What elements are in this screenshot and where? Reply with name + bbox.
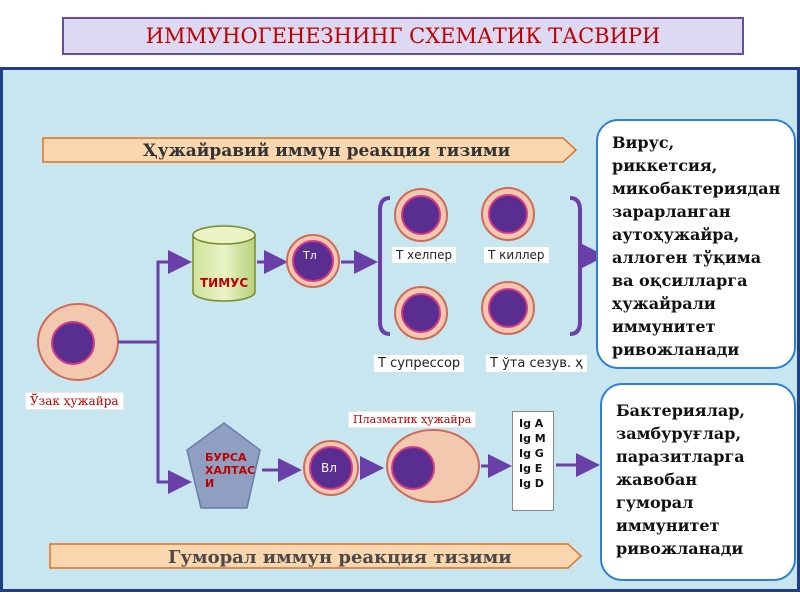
t-killer-label: Т киллер <box>484 247 549 263</box>
stem-cell-nucleus <box>51 321 95 365</box>
t-lymph-label: Тл <box>303 249 317 262</box>
cellular-banner-label: Ҳужайравий иммун реакция тизими <box>143 141 511 161</box>
b-lymph-label: Вл <box>321 461 337 475</box>
thymus-label: ТИМУС <box>200 276 249 290</box>
left-bracket <box>378 196 391 336</box>
ig-item: Ig A <box>519 417 544 430</box>
cellular-banner-shape <box>42 137 578 163</box>
humoral-banner-shape <box>49 543 583 569</box>
page-title: ИММУНОГЕНЕЗНИНГ СХЕМАТИК ТАСВИРИ <box>62 17 744 55</box>
stem-cell-label: Ўзак ҳужайра <box>25 392 124 410</box>
t-memory-cell <box>481 281 535 335</box>
t-helper-label: Т хелпер <box>392 247 457 263</box>
humoral-immunity-note: Бактериялар, замбуруғлар, паразитларга ж… <box>600 383 796 581</box>
t-helper-cell <box>394 188 448 242</box>
ig-item: Ig D <box>519 477 544 490</box>
immunoglobulin-list: Ig A Ig M Ig G Ig E Ig D <box>512 411 554 511</box>
humoral-banner-label: Гуморал иммун реакция тизими <box>168 546 512 568</box>
branch-up <box>156 250 192 342</box>
t-killer-cell <box>481 187 535 241</box>
plasma-cell-label: Плазматик ҳужайра <box>348 411 477 428</box>
t-suppressor-cell <box>394 286 448 340</box>
thymus-cylinder <box>192 225 256 302</box>
ig-item: Ig E <box>519 462 543 475</box>
t-memory-label: Т ўта сезув. ҳ <box>486 355 587 372</box>
bursa-label: БУРСА ХАЛТАС И <box>205 451 256 490</box>
bursa-pentagon <box>186 422 261 509</box>
ig-item: Ig M <box>519 432 546 445</box>
branch-down <box>156 342 192 494</box>
right-bracket <box>569 196 582 336</box>
t-suppressor-label: Т супрессор <box>374 355 465 372</box>
cellular-immunity-note: Вирус, риккетсия, микобактериядан зарарл… <box>596 119 796 369</box>
ig-item: Ig G <box>519 447 544 460</box>
